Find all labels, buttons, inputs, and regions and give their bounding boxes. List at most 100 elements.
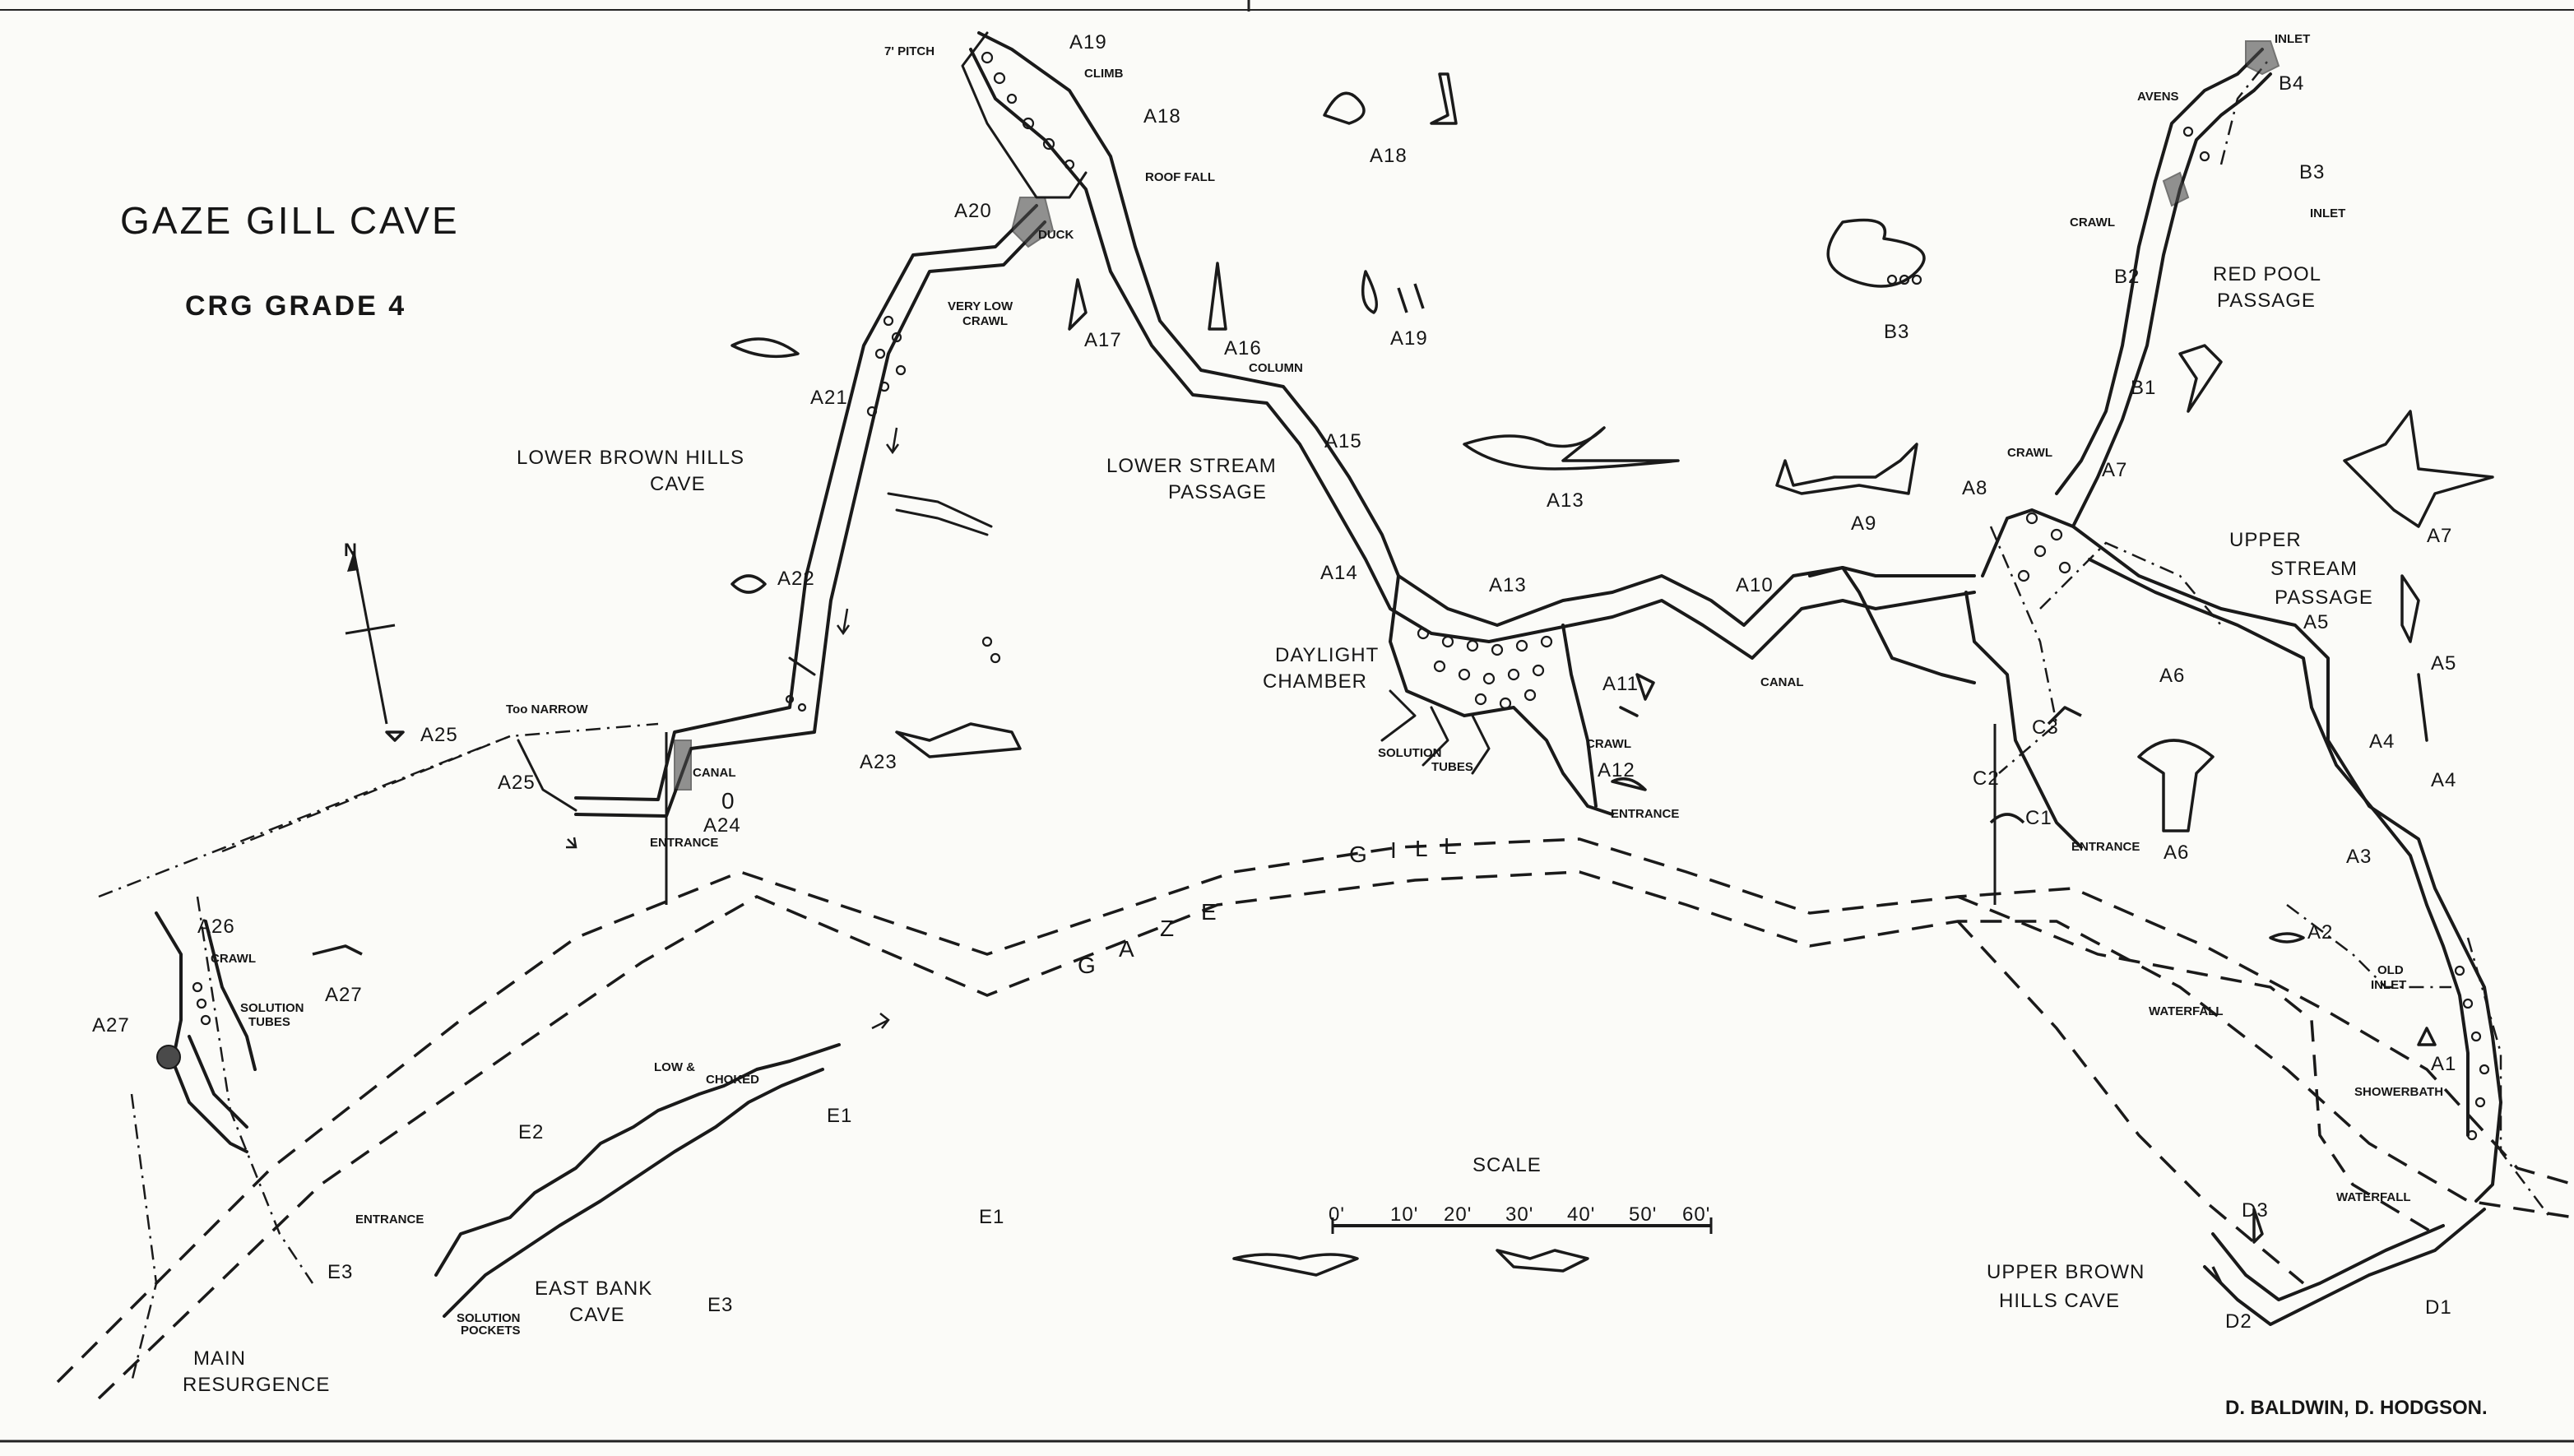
river-letter: G bbox=[1349, 842, 1369, 867]
station-label: A27 bbox=[325, 984, 363, 1006]
station-label: A18 bbox=[1370, 145, 1408, 167]
note-label: WATERFALL bbox=[2149, 1004, 2224, 1018]
passage-label: PASSAGE bbox=[2275, 587, 2373, 609]
station-label: A23 bbox=[860, 751, 897, 773]
station-label: A2 bbox=[2307, 921, 2334, 944]
scale-tick: 30' bbox=[1505, 1203, 1534, 1226]
station-label: A7 bbox=[2102, 459, 2128, 481]
note-label: COLUMN bbox=[1249, 361, 1303, 375]
station-label: A16 bbox=[1224, 337, 1262, 359]
station-label: 0 bbox=[721, 788, 735, 814]
passage-label: CAVE bbox=[569, 1304, 625, 1326]
note-label: POCKETS bbox=[461, 1324, 521, 1338]
station-label: A1 bbox=[2431, 1053, 2457, 1075]
station-label: A19 bbox=[1069, 31, 1107, 53]
note-label: TUBES bbox=[248, 1015, 290, 1029]
scale-tick: 20' bbox=[1444, 1203, 1473, 1226]
station-label: B3 bbox=[2299, 161, 2326, 183]
station-label: D2 bbox=[2225, 1310, 2252, 1333]
station-label: A8 bbox=[1962, 477, 1988, 499]
note-label: TUBES bbox=[1431, 760, 1473, 774]
north-arrow bbox=[345, 550, 396, 725]
note-label: CRAWL bbox=[1586, 737, 1631, 751]
note-label: Too NARROW bbox=[506, 702, 588, 716]
station-label: A9 bbox=[1851, 512, 1877, 535]
note-label: 7' PITCH bbox=[884, 44, 935, 58]
note-label: ENTRANCE bbox=[650, 836, 719, 850]
scale-tick: 60' bbox=[1682, 1203, 1711, 1226]
note-label: ROOF FALL bbox=[1145, 170, 1215, 184]
station-label: E1 bbox=[979, 1206, 1005, 1228]
station-label: A18 bbox=[1143, 105, 1181, 128]
passage-label: STREAM bbox=[2270, 558, 2358, 580]
note-label: WATERFALL bbox=[2336, 1190, 2411, 1204]
passage-label: HILLS CAVE bbox=[1999, 1290, 2120, 1312]
station-label: B4 bbox=[2279, 72, 2305, 95]
station-label: A25 bbox=[498, 772, 536, 794]
note-label: CRAWL bbox=[211, 952, 256, 966]
note-label: ENTRANCE bbox=[355, 1213, 424, 1226]
station-label: B3 bbox=[1884, 321, 1910, 343]
station-label: A21 bbox=[810, 387, 848, 409]
station-label: A10 bbox=[1736, 574, 1774, 596]
note-label: VERY LOW bbox=[948, 299, 1013, 313]
east-bank-cave-passage bbox=[434, 1043, 841, 1318]
daylight-chamber-outline bbox=[1380, 574, 1614, 816]
station-label: C1 bbox=[2025, 807, 2052, 829]
station-label: A13 bbox=[1547, 489, 1584, 512]
passage-label: RED POOL bbox=[2213, 263, 2322, 285]
passage-label: UPPER BROWN bbox=[1987, 1261, 2145, 1283]
station-label: A22 bbox=[777, 568, 815, 590]
note-label: SHOWERBATH bbox=[2354, 1085, 2444, 1099]
station-label: E3 bbox=[707, 1294, 734, 1316]
passage-label: PASSAGE bbox=[2217, 290, 2316, 312]
note-label: SOLUTION bbox=[457, 1311, 521, 1325]
station-label: B2 bbox=[2114, 266, 2140, 288]
map-grade: CRG GRADE 4 bbox=[185, 290, 407, 322]
note-label: DUCK bbox=[1038, 228, 1074, 242]
station-label: A25 bbox=[420, 724, 458, 746]
station-label: A11 bbox=[1602, 673, 1639, 695]
gaze-gill-stream bbox=[56, 837, 2574, 1400]
station-label: C3 bbox=[2032, 716, 2059, 739]
station-label: A13 bbox=[1489, 574, 1527, 596]
passage-label: LOWER STREAM bbox=[1106, 455, 1277, 477]
station-label: A6 bbox=[2159, 665, 2186, 687]
note-label: ENTRANCE bbox=[1611, 807, 1680, 821]
river-letter: G bbox=[1078, 953, 1097, 978]
note-label: SOLUTION bbox=[240, 1001, 304, 1015]
map-title: GAZE GILL CAVE bbox=[120, 199, 460, 242]
passage-label: RESURGENCE bbox=[183, 1374, 331, 1396]
passage-label: UPPER bbox=[2229, 529, 2302, 551]
station-label: A4 bbox=[2431, 769, 2457, 791]
station-label: A15 bbox=[1324, 430, 1362, 452]
scale-bar bbox=[1331, 1217, 1713, 1234]
survey-lines bbox=[98, 57, 2551, 1383]
station-label: E2 bbox=[518, 1121, 545, 1143]
scale-title: SCALE bbox=[1473, 1154, 1542, 1176]
scale-tick: 40' bbox=[1567, 1203, 1596, 1226]
note-label: AVENS bbox=[2137, 90, 2179, 104]
station-label: D1 bbox=[2425, 1296, 2452, 1319]
scale-tick: 0' bbox=[1329, 1203, 1345, 1226]
station-label: B1 bbox=[2131, 377, 2157, 399]
note-label: ENTRANCE bbox=[2071, 840, 2140, 854]
river-letter: L bbox=[1444, 833, 1459, 859]
station-label: A5 bbox=[2303, 611, 2330, 633]
note-label: CLIMB bbox=[1084, 67, 1124, 81]
note-label: CRAWL bbox=[962, 314, 1008, 328]
station-label: A20 bbox=[954, 200, 992, 222]
river-letter: E bbox=[1201, 899, 1218, 925]
note-label: SOLUTION bbox=[1378, 746, 1442, 760]
station-label: A24 bbox=[703, 814, 741, 837]
station-label: A26 bbox=[197, 916, 235, 938]
station-label: C2 bbox=[1973, 767, 2000, 790]
station-label: E1 bbox=[827, 1105, 853, 1127]
passage-label: CHAMBER bbox=[1263, 670, 1368, 693]
note-label: INLET bbox=[2371, 978, 2407, 992]
passage-label: MAIN bbox=[193, 1347, 246, 1370]
note-label: CANAL bbox=[693, 766, 736, 780]
note-label: INLET bbox=[2310, 206, 2346, 220]
note-label: CRAWL bbox=[2070, 216, 2115, 230]
